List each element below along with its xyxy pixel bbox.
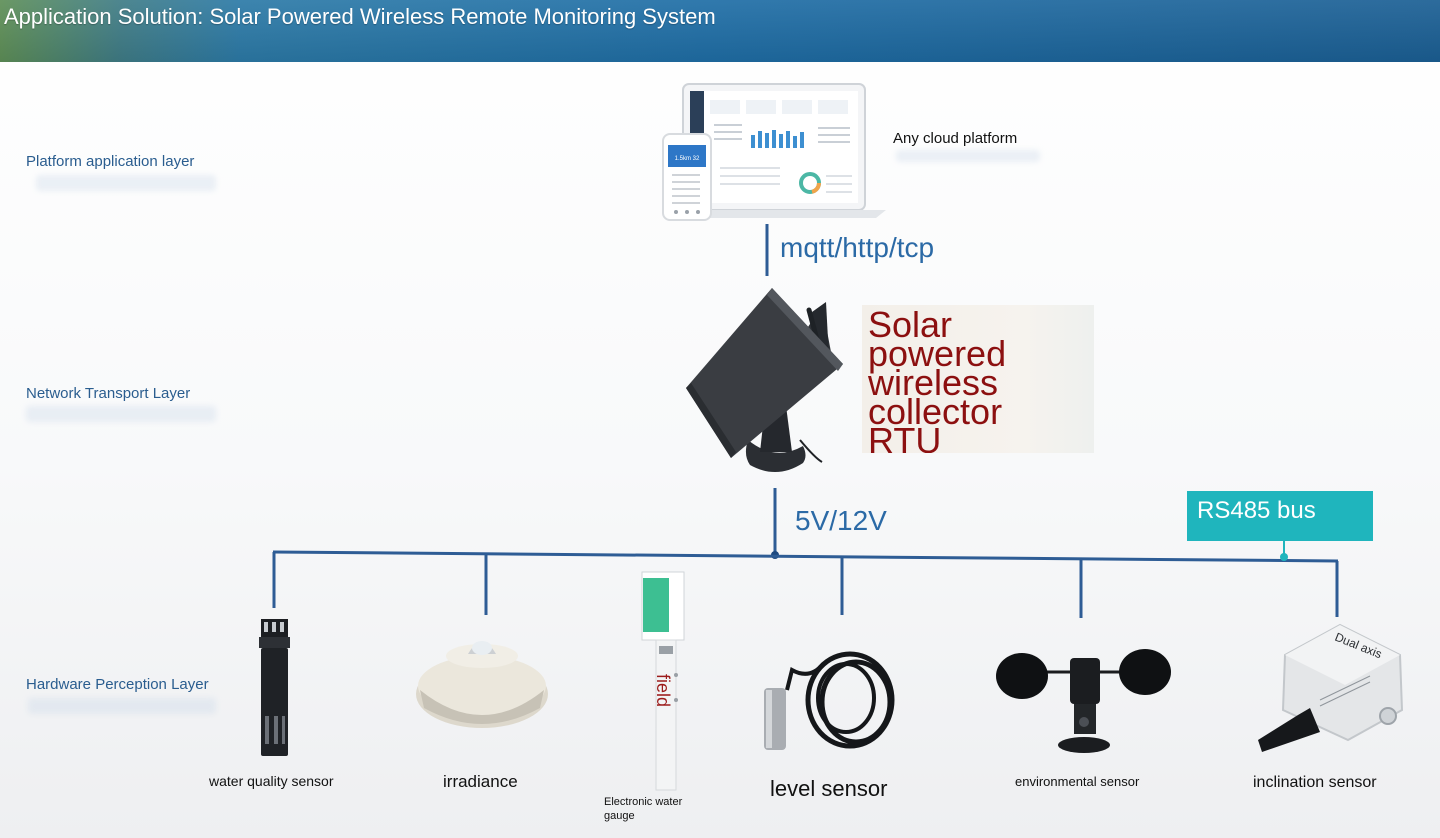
irradiance-sensor-label: irradiance (443, 772, 518, 791)
platform-layer-label: Platform application layer (26, 153, 195, 170)
network-layer-subtitle-blur (26, 406, 216, 422)
level-sensor-icon (764, 651, 895, 750)
water-gauge-sticker-text: field (653, 674, 673, 707)
hardware-layer-subtitle-blur (28, 698, 216, 714)
water-quality-sensor-icon (259, 619, 290, 756)
phone-icon (662, 133, 712, 221)
header-overlay (0, 0, 1440, 62)
phone-value: 1.5km 32 (675, 156, 700, 162)
voltage-label: 5V/12V (795, 505, 887, 536)
page-title: Application Solution: Solar Powered Wire… (4, 4, 716, 29)
header-bar: Application Solution: Solar Powered Wire… (0, 0, 1440, 62)
inclination-sensor-label: inclination sensor (1253, 774, 1377, 791)
cloud-platform-label: Any cloud platform (893, 130, 1018, 147)
water-gauge-icon (641, 571, 685, 791)
rtu-label: Solar powered wireless collector RTU (868, 305, 1007, 454)
rs485-bus-label: RS485 bus (1197, 497, 1316, 524)
anemometer-sensor-icon (996, 649, 1171, 753)
irradiance-sensor-icon (416, 641, 548, 728)
network-layer-label: Network Transport Layer (26, 385, 191, 402)
water-quality-sensor-label: water quality sensor (209, 773, 334, 789)
environmental-sensor-label: environmental sensor (1015, 774, 1140, 789)
rs485-connector-dot (1280, 553, 1288, 561)
hardware-layer-label: Hardware Perception Layer (26, 676, 209, 693)
water-gauge-label: Electronic water gauge (604, 796, 683, 822)
level-sensor-label: level sensor (770, 776, 888, 801)
protocol-label: mqtt/http/tcp (780, 232, 935, 263)
cloud-subtitle-blur (896, 150, 1040, 162)
platform-layer-subtitle-blur (36, 175, 216, 191)
rs485-bus-box: RS485 bus (1187, 491, 1373, 541)
solar-rtu-device-icon (686, 288, 843, 473)
rtu-label-box: Solar powered wireless collector RTU (862, 305, 1094, 453)
laptop-dashboard-icon (662, 83, 886, 218)
inclination-sensor-icon (1258, 623, 1404, 752)
bus-main-line (272, 550, 1339, 563)
